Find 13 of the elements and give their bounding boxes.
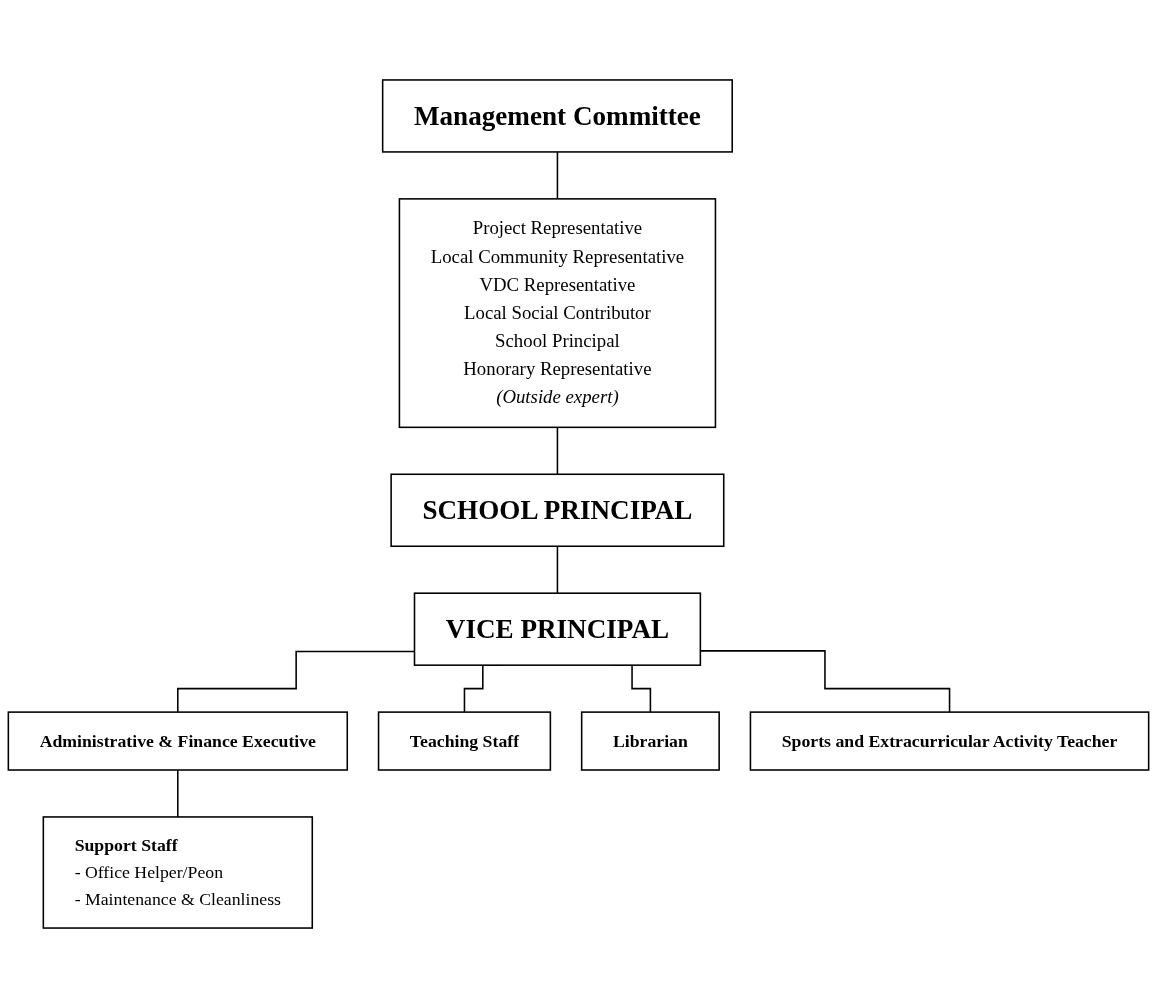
node-box: SCHOOL PRINCIPAL [390, 473, 725, 548]
node-box: Project Representative Local Community Representative VDC Representative Local Social Contributor School Principal Honorary Representative (Outside expert) [398, 198, 717, 429]
node-box: Support Staff - Office Helper/Peon - Maintenance & Cleanliness [42, 816, 314, 929]
connector [556, 545, 559, 594]
connector [556, 151, 559, 200]
node-box: Teaching Staff [377, 711, 552, 771]
node-box: Sports and Extracurricular Activity Teacher [749, 711, 1150, 771]
node-box: Librarian [580, 711, 720, 771]
connector [177, 769, 179, 818]
node-box: Administrative & Finance Executive [7, 711, 349, 771]
connector [556, 426, 559, 476]
node-box: VICE PRINCIPAL [413, 592, 702, 666]
node-box: Management Committee [381, 79, 733, 153]
